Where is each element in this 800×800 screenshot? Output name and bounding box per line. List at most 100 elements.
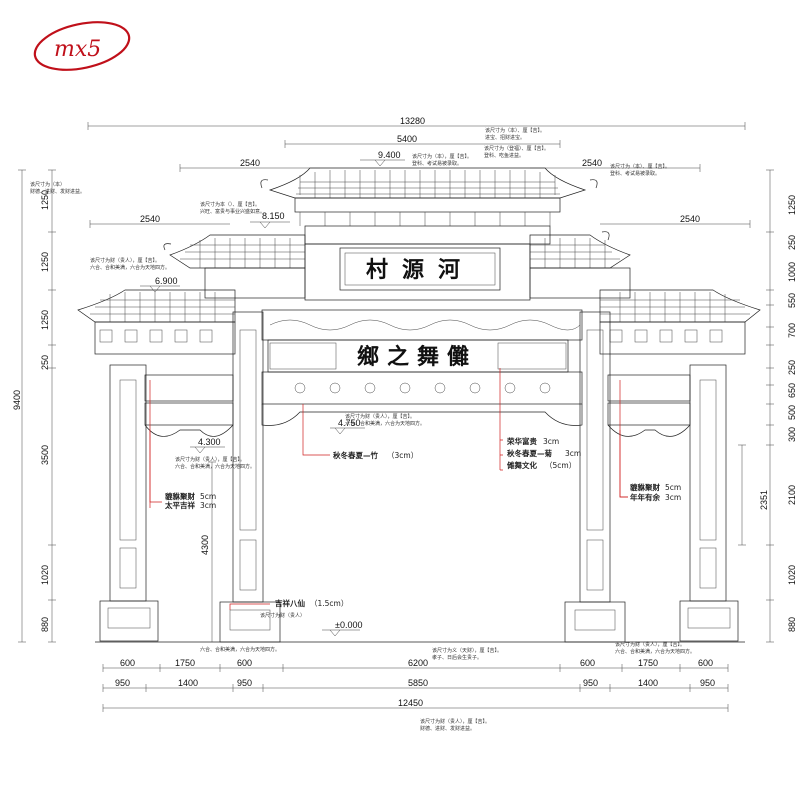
note-n21: 该尺寸为义（天财），厘【吉】。 [432,647,502,654]
note-n10: 兴旺、富贵与事业兴盛如意。 [200,208,265,215]
note-n22: 孝子、日后会生贵子。 [432,654,482,661]
note-n13: 该尺寸为财（贵人），厘【吉】。 [345,413,415,420]
note-n4: 登科、考试易被录取。 [412,160,462,167]
dim-right-seg12: 880 [787,617,797,632]
roof-center-top [260,167,598,245]
elev-top: 9.400 [378,150,401,160]
pillar-outer-right [679,364,739,642]
note-n19: 该尺寸为财（贵人），厘【吉】。 [175,456,245,463]
note-n24: 六合、合和美满，六合为天地四方。 [615,648,695,655]
dim-center-roof: 5400 [397,134,417,144]
callout-right3-size: （5cm） [545,461,576,470]
dim-bottom-1-2: 1750 [175,658,195,668]
note-n2: 进宝、招财进宝。 [485,134,525,141]
dim-left-seg6: 1020 [40,565,50,585]
note-n9: 该尺寸为本（）、厘【吉】。 [200,201,260,208]
elev-third: 6.900 [155,276,178,286]
callout-right5-size: 3cm [665,493,681,502]
dim-left-overall: 9400 [12,390,22,410]
elev-second: 8.150 [262,211,285,221]
main-beam: 鄉之舞儺 [261,309,583,426]
dim-bottom-2-2: 1400 [178,678,198,688]
roof-left-third [77,289,236,355]
dim-left-seg3: 1250 [40,310,50,330]
dim-right-seg2: 250 [787,235,797,250]
note-n14: 六合、合和美满，六合为天地四方。 [345,420,425,427]
dim-right-seg7: 650 [787,383,797,398]
dim-right-seg5: 700 [787,323,797,338]
top-plaque: 村源河 [339,247,501,291]
note-n26: 财德、进财、发财进益。 [420,725,475,732]
dim-right-seg3: 1000 [787,262,797,282]
dim-right-seg9: 300 [787,427,797,442]
elevation-markers [140,159,405,637]
dim-bottom-2-3: 950 [237,678,252,688]
dim-bottom-1-7: 600 [698,658,713,668]
roof-right-second [529,231,631,299]
callout-base-size: （1.5cm） [310,599,348,608]
dim-bottom-1-4: 6200 [408,658,428,668]
dim-overall-top: 13280 [400,116,425,126]
dim-bottom-1-3: 600 [237,658,252,668]
callout-right2-size: 3cm [565,449,581,458]
brand-logo: mx5 [33,21,131,71]
note-n3: 该尺寸为（本），厘【吉】。 [412,153,472,160]
pillar-inner-left [219,311,281,643]
left-dimensions [18,169,216,643]
dim-bottom-overall: 12450 [398,698,423,708]
callout-left1: 貔貅聚财 [164,491,195,501]
callout-right1-size: 3cm [543,437,559,446]
dim-left-seg1: 1250 [40,190,50,210]
dim-bottom-2-4: 5850 [408,678,428,688]
roof-right-third [599,289,761,355]
note-n20: 六合、合和美满，六合为天地四方。 [175,463,255,470]
dim-lower-left: 2540 [140,214,160,224]
dim-right-seg1: 1250 [787,195,797,215]
pillar-inner-right [564,311,626,643]
callout-left1-size: 5cm [200,492,216,501]
callout-right5: 年年有余 [630,492,660,502]
note-n1: 该尺寸为（本）、厘【吉】。 [485,127,545,134]
right-dimensions [738,169,774,643]
dim-right-seg6: 250 [787,360,797,375]
note-n12: 六合、合和美满，六合为天地四方。 [90,264,170,271]
callout-base: 吉祥八仙 [275,598,305,608]
dim-upper-left: 2540 [240,158,260,168]
dim-bottom-1-6: 1750 [638,658,658,668]
dim-bottom-1-1: 600 [120,658,135,668]
top-plaque-frame [304,243,531,301]
callout-right4-size: 5cm [665,483,681,492]
note-n25: 该尺寸为财（贵人），厘【吉】。 [420,718,490,725]
note-n17: 该尺寸为财（贵人） [260,612,305,619]
callout-leaders [149,368,628,610]
note-n8: 登科、考试易被录取。 [610,170,660,177]
callout-center-beam-size: （3cm） [387,451,418,460]
dim-lower-right: 2540 [680,214,700,224]
note-n16: 财德、进财、发财进益。 [30,188,85,195]
dim-bottom-2-6: 1400 [638,678,658,688]
note-n11: 该尺寸为财（贵人），厘【吉】。 [90,257,160,264]
annotation-notes: 该尺寸为（本）、厘【吉】。 进宝、招财进宝。 该尺寸为（本），厘【吉】。 登科、… [30,127,695,732]
note-n6: 登科、吃鱼进益。 [484,152,524,159]
callout-left2-size: 3cm [200,501,216,510]
dim-bottom-2-1: 950 [115,678,130,688]
dim-left-seg5: 3500 [40,445,50,465]
note-n5: 该尺寸为（登福）、厘【吉】。 [484,145,549,152]
dim-right-side: 2351 [759,490,769,510]
note-n7: 该尺寸为（本）、厘【吉】。 [610,163,670,170]
top-plaque-text: 村源河 [366,257,474,283]
callout-right2: 秋冬春夏—菊 [506,448,552,458]
callout-left2: 太平吉祥 [165,500,195,510]
roof-left-second [163,234,306,299]
elev-ground: ±0.000 [335,620,362,630]
dim-right-seg4: 550 [787,293,797,308]
elev-side-beam: 4.300 [198,437,221,447]
callout-right1: 荣华富贵 [506,436,537,446]
logo-text: mx5 [54,37,101,62]
callout-right3: 傩舞文化 [507,460,537,470]
dim-left-opening: 4300 [200,535,210,555]
side-beams [144,374,691,437]
dim-right-seg10: 2100 [787,485,797,505]
top-dimensions [87,122,751,228]
